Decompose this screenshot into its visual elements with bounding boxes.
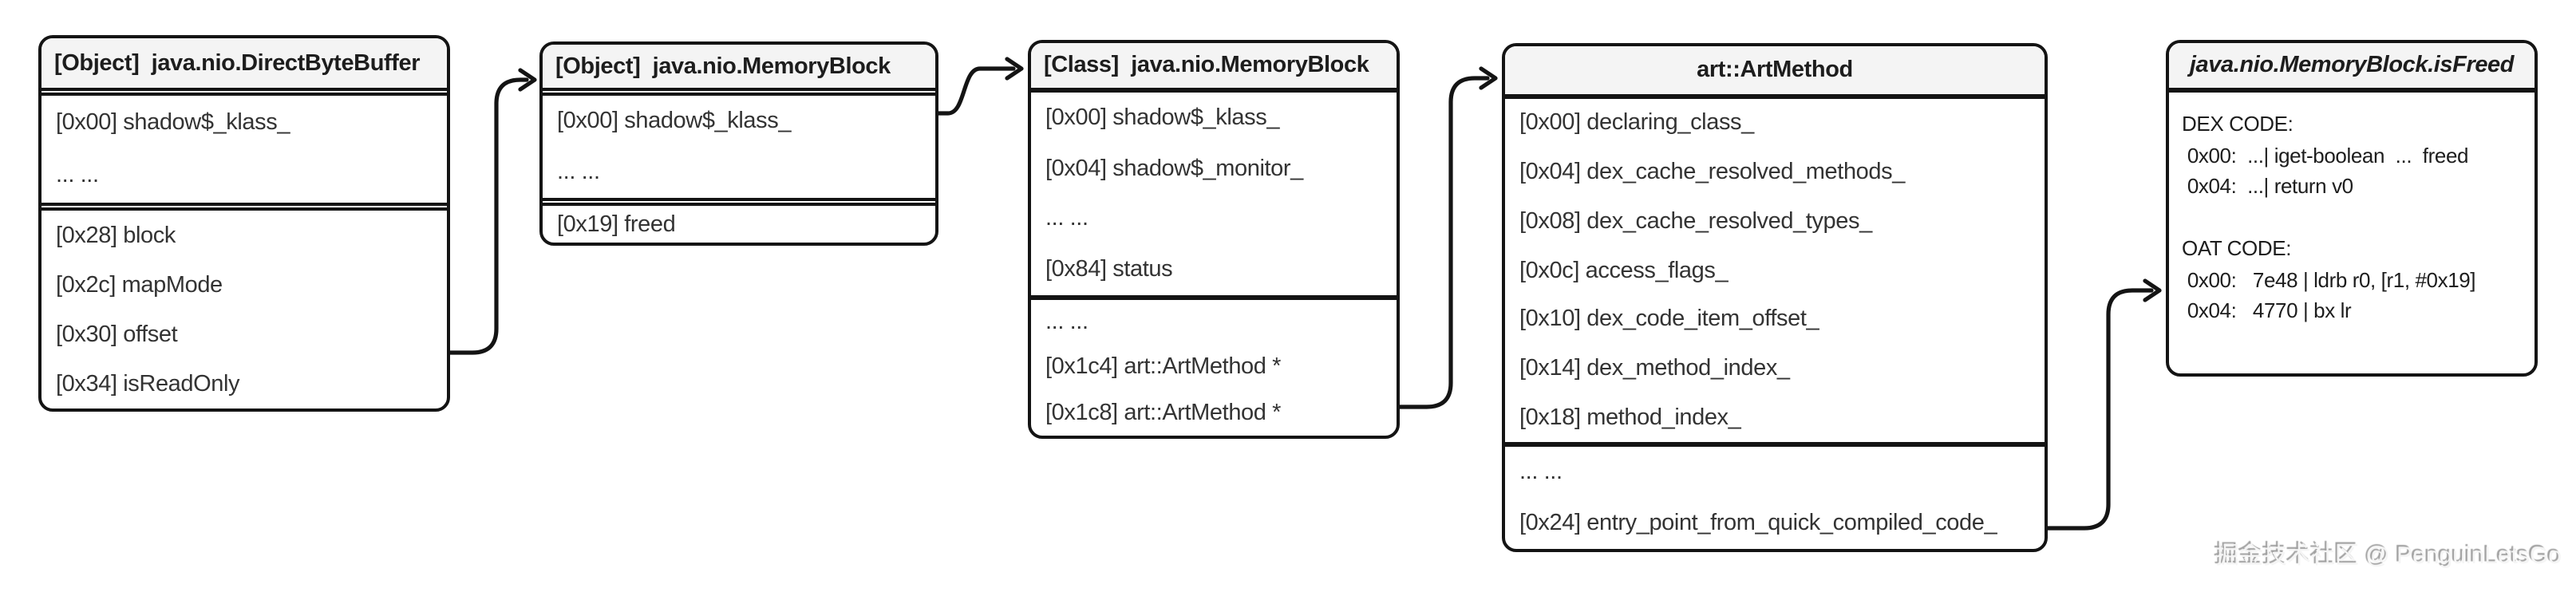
field-row: [0x04] dex_cache_resolved_methods_ (1519, 160, 1905, 186)
field-row: [0x00] shadow$_klass_ (1045, 105, 1280, 131)
arrowhead-icon (1005, 57, 1024, 81)
field-row: [0x24] entry_point_from_quick_compiled_c… (1519, 511, 1997, 536)
watermark: 掘金技术社区 @ PenguinLetsGo (2215, 543, 2562, 570)
arrow-artmethod-to-oatcode (2045, 278, 2162, 531)
arrowhead-icon (1479, 66, 1498, 90)
box-directbytebuffer-object: [Object] java.nio.DirectByteBuffer [0x00… (38, 35, 450, 412)
field-row: [0x10] dex_code_item_offset_ (1519, 306, 1819, 333)
arrow-directbytebuffer-to-memoryblock-object (448, 68, 537, 355)
field-row: [0x04] shadow$_monitor_ (1045, 156, 1303, 182)
field-row: [0x00] declaring_class_ (1519, 110, 1754, 136)
field-row: [0x00] shadow$_klass_ (557, 109, 792, 134)
box-title: [Object] java.nio.DirectByteBuffer (41, 38, 447, 96)
field-row: [0x1c8] art::ArtMethod * (1045, 400, 1282, 426)
field-section: [0x00] shadow$_klass_ [0x04] shadow$_moni… (1031, 93, 1397, 295)
field-row: ... ... (56, 163, 99, 189)
field-row: [0x18] method_index_ (1519, 405, 1741, 431)
code-line: 0x04: ...| return v0 (2182, 174, 2353, 198)
box-artmethod: art::ArtMethod [0x00] declaring_class_[0… (1502, 43, 2048, 552)
code-line: OAT CODE: (2182, 236, 2292, 260)
field-row: [0x08] dex_cache_resolved_types_ (1519, 208, 1872, 235)
box-title: [Class] java.nio.MemoryBlock (1031, 43, 1397, 93)
arrowhead-icon (518, 68, 537, 92)
field-row: [0x28] block (56, 223, 176, 248)
box-memoryblock-class: [Class] java.nio.MemoryBlock [0x00] shad… (1028, 40, 1400, 439)
code-line: DEX CODE: (2182, 112, 2294, 136)
field-row: [0x0c] access_flags_ (1519, 258, 1729, 284)
box-title: [Object] java.nio.MemoryBlock (543, 45, 935, 96)
box-title: java.nio.MemoryBlock.isFreed (2169, 43, 2535, 93)
code-line: 0x00: ...| iget-boolean ... freed (2182, 143, 2469, 167)
code-listing: DEX CODE: 0x00: ...| iget-boolean ... fr… (2169, 93, 2535, 373)
code-line: 0x04: 4770 | bx lr (2182, 298, 2352, 322)
box-title: art::ArtMethod (1505, 46, 2045, 99)
field-row: [0x14] dex_method_index_ (1519, 355, 1790, 381)
field-row: [0x30] offset (56, 322, 178, 347)
code-line (2182, 202, 2525, 233)
field-section: [0x19] freed (543, 198, 935, 243)
field-row: [0x19] freed (557, 211, 676, 237)
field-row: [0x84] status (1045, 257, 1173, 283)
field-section: [0x28] block [0x2c] mapMode [0x30] offset [… (41, 203, 447, 408)
box-memoryblock-object: [Object] java.nio.MemoryBlock [0x00] sha… (539, 41, 938, 246)
field-row: ... ... (1045, 310, 1088, 336)
arrowhead-icon (2143, 278, 2162, 302)
field-section: ... ... [0x24] entry_point_from_quick_com… (1505, 442, 2045, 549)
field-row: ... ... (1045, 206, 1088, 232)
field-section: [0x00] shadow$_klass_ ... ... (543, 96, 935, 198)
field-row: ... ... (1519, 460, 1563, 485)
field-section: [0x00] shadow$_klass_ ... ... (41, 96, 447, 203)
box-isfreed-method-code: java.nio.MemoryBlock.isFreed DEX CODE: 0… (2166, 40, 2538, 377)
field-section: [0x00] declaring_class_ [0x04] dex_cache_… (1505, 99, 2045, 442)
arrow-memoryblock-object-to-memoryblock-class (936, 57, 1024, 116)
field-row: [0x1c4] art::ArtMethod * (1045, 354, 1282, 381)
field-row: [0x00] shadow$_klass_ (56, 109, 290, 136)
field-row: ... ... (557, 160, 600, 185)
field-section: ... ...[0x1c4] art::ArtMethod *[0x1c8] a… (1031, 295, 1397, 436)
field-row: [0x34] isReadOnly (56, 371, 240, 397)
code-line: 0x00: 7e48 | ldrb r0, [r1, #0x19] (2182, 267, 2476, 291)
arrow-memoryblock-class-to-artmethod (1397, 66, 1498, 409)
field-row: [0x2c] mapMode (56, 272, 223, 298)
